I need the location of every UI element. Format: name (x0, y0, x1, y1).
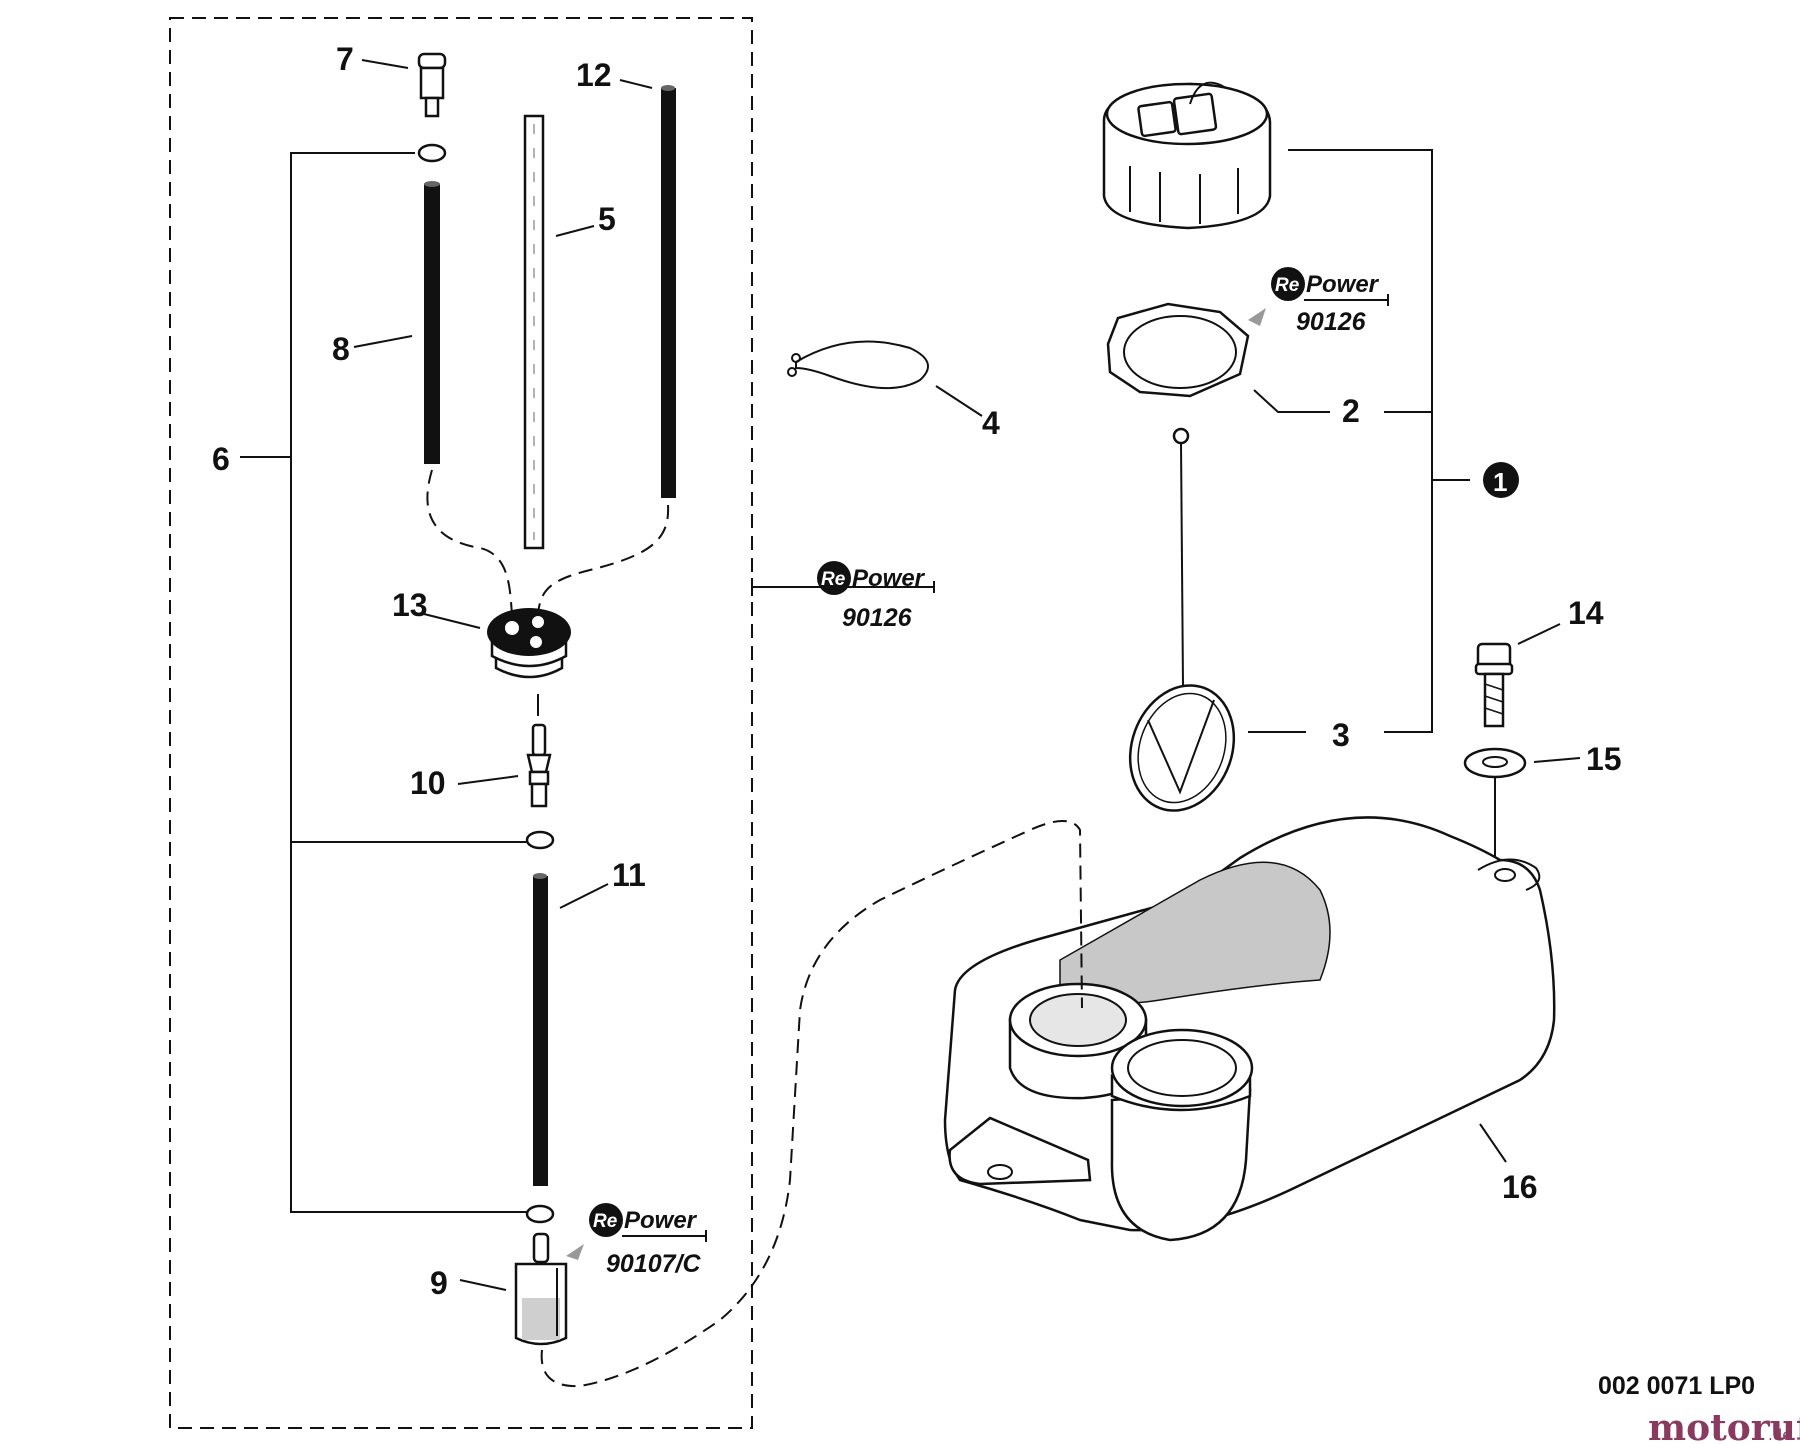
part-12-hose (661, 85, 676, 498)
part-9-filter (514, 1232, 568, 1346)
part-15-washer (1463, 747, 1527, 779)
repower-badge-cap: Re Power 90126 (1248, 267, 1389, 336)
part-14-bolt (1474, 642, 1514, 728)
part-ring-mid (525, 830, 555, 850)
repower-badge-group: Re Power 90126 (751, 561, 935, 632)
callout-9: 9 (430, 1265, 448, 1301)
svg-text:90126: 90126 (842, 604, 913, 632)
callout-10: 10 (410, 765, 446, 801)
callout-16: 16 (1502, 1169, 1538, 1205)
part-11-hose (533, 873, 548, 1186)
svg-text:90107/C: 90107/C (606, 1250, 701, 1278)
callout-6: 6 (212, 441, 230, 477)
callout-13: 13 (392, 587, 428, 623)
callout-2: 2 (1342, 393, 1360, 429)
callout-5: 5 (598, 201, 616, 237)
svg-text:Power: Power (1306, 271, 1380, 298)
part-5-tube (523, 114, 545, 550)
repower-badge-filter: Re Power 90107/C (566, 1203, 707, 1278)
callout-15: 15 (1586, 741, 1622, 777)
svg-text:Re: Re (821, 569, 846, 590)
callout-1: 1 (1493, 467, 1507, 497)
part-ring-top (417, 143, 447, 163)
part-16-fuel-tank (943, 816, 1556, 1242)
fuel-line-group-frame (169, 17, 753, 1429)
callout-3: 3 (1332, 717, 1350, 753)
callout-11: 11 (612, 857, 646, 893)
part-2-gasket (1106, 302, 1250, 398)
svg-text:Re: Re (593, 1211, 618, 1232)
callout-12: 12 (576, 57, 612, 93)
svg-text:motoruf: motoruf (1648, 1407, 1800, 1444)
callout-4: 4 (982, 405, 1000, 441)
svg-text:.de: .de (1768, 1426, 1792, 1444)
part-1-bracket (1248, 149, 1519, 733)
part-6-bracket (240, 152, 527, 1213)
svg-text:Power: Power (624, 1207, 698, 1234)
callout-8: 8 (332, 331, 350, 367)
drawing-code: 002 0071 LP0 (1598, 1372, 1755, 1400)
part-7-fitting (417, 52, 447, 118)
part-4-retainer-cord (787, 340, 929, 389)
part-13-grommet (487, 608, 571, 679)
callout-7: 7 (336, 41, 354, 77)
svg-text:90126: 90126 (1296, 308, 1367, 336)
svg-text:Re: Re (1275, 275, 1300, 296)
part-8-hose (424, 181, 440, 464)
part-ring-bottom (525, 1204, 555, 1224)
watermark: motoruf .de (1648, 1407, 1800, 1444)
part-1-fuel-cap (1102, 81, 1272, 230)
callout-14: 14 (1568, 595, 1604, 631)
part-10-connector (526, 723, 552, 808)
part-3-tether (1128, 427, 1236, 812)
